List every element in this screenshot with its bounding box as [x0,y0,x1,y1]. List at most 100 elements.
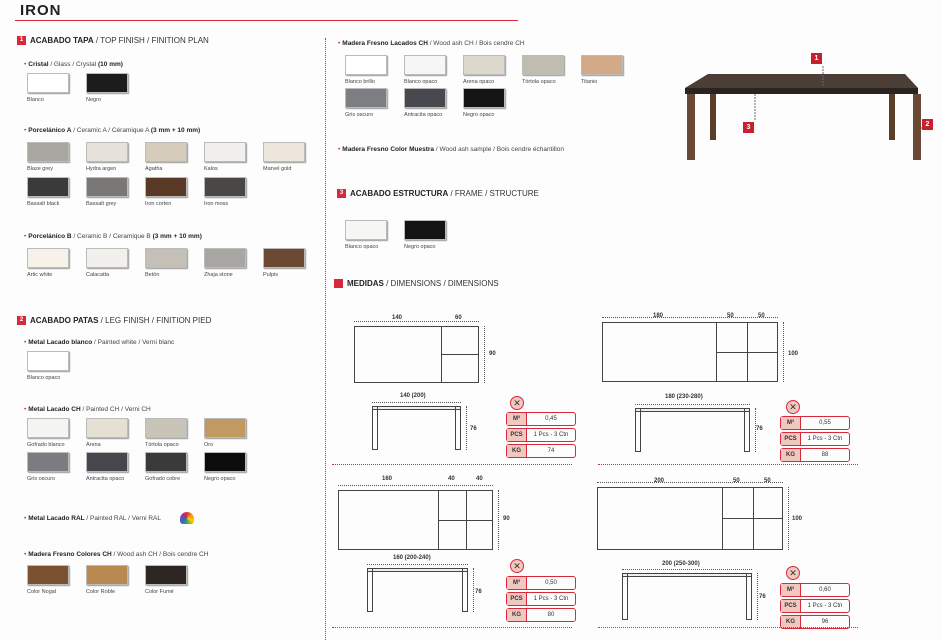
group-heading-extra: (3 mm + 10 mm) [152,233,202,240]
group-heading-madera-lacados: •Madera Fresno Lacados CH / Wood ash CH … [338,40,525,47]
swatch-label: Color Fumé [145,589,174,595]
bullet-icon: • [338,40,341,47]
color-swatch[interactable] [522,55,564,75]
swatch-label: Zhaja stone [204,272,233,278]
swatch-label: Pulpis [263,272,278,278]
depth-dimension-line [498,490,499,550]
swatch-label: Titanio [581,79,598,85]
swatch-label: Arena [86,442,101,448]
color-swatch[interactable] [204,142,246,162]
color-swatch[interactable] [27,177,69,197]
height-dimension-line [466,406,467,450]
section-number [334,279,343,289]
section-subtitle: / FRAME / STRUCTURE [448,189,539,198]
spec-value: 0,45 [545,416,557,422]
section-subtitle: / LEG FINISH / FINITION PIED [98,316,212,325]
height-dimension-line [755,408,756,452]
color-swatch[interactable] [86,418,128,438]
swatch-label: Hydra argen [86,166,117,172]
color-swatch[interactable] [86,73,128,93]
color-swatch[interactable] [404,220,446,240]
spec-key: PCS [781,433,801,445]
height-dimension-line [473,568,474,612]
group-heading-madera-muestra: •Madera Fresno Color Muestra / Wood ash … [338,146,564,153]
color-swatch[interactable] [345,55,387,75]
group-heading-rest: / Wood ash CH / Bois cendre CH [427,40,525,47]
color-swatch[interactable] [27,351,69,371]
width-dimension-line [338,485,493,486]
color-swatch[interactable] [145,418,187,438]
width-label: 160 [382,476,393,482]
group-heading-porcelanico-a: •Porcelánico A / Ceramic A / Céramique A… [24,127,200,134]
color-swatch[interactable] [27,73,69,93]
table-leg [455,406,461,450]
side-dimension-line [367,564,468,565]
assembly-tools-icon: ✕ [786,566,800,580]
color-swatch[interactable] [86,452,128,472]
color-swatch[interactable] [581,55,623,75]
color-swatch[interactable] [204,248,246,268]
separator [332,464,572,465]
width-dimension-line [354,321,479,322]
group-heading-extra: (3 mm + 10 mm) [150,127,201,134]
color-swatch[interactable] [145,177,187,197]
color-swatch[interactable] [145,565,187,585]
separator [598,627,858,628]
extension-line [722,518,783,519]
color-swatch[interactable] [204,177,246,197]
spec-key: M³ [507,413,527,425]
color-swatch[interactable] [204,418,246,438]
bullet-icon: • [24,233,27,240]
color-swatch[interactable] [345,88,387,108]
spec-value: 1 Pcs - 3 Ctn [533,432,569,438]
swatch-label: Agatha [145,166,163,172]
group-heading-bold: Cristal [28,61,49,68]
color-swatch[interactable] [145,452,187,472]
color-swatch[interactable] [404,88,446,108]
color-swatch[interactable] [27,452,69,472]
color-swatch[interactable] [404,55,446,75]
color-swatch[interactable] [145,248,187,268]
color-swatch[interactable] [263,248,305,268]
spec-value: 0,60 [819,587,831,593]
color-swatch[interactable] [86,177,128,197]
color-swatch[interactable] [204,452,246,472]
group-heading-cristal: •Cristal / Glass / Crystal (10 mm) [24,61,123,68]
group-heading-rest: / Wood ash sample / Bois cendre échantil… [434,146,564,153]
swatch-label: Negro opaco [404,244,436,250]
color-swatch[interactable] [263,142,305,162]
color-swatch[interactable] [86,248,128,268]
color-swatch[interactable] [463,55,505,75]
width-label: 50 [764,478,771,484]
color-swatch[interactable] [27,142,69,162]
assembly-tools-icon: ✕ [510,396,524,410]
bullet-icon: • [24,515,27,522]
color-swatch[interactable] [27,418,69,438]
photo-marker-1: 1 [811,53,822,64]
color-swatch[interactable] [27,248,69,268]
color-swatch[interactable] [86,565,128,585]
color-swatch[interactable] [145,142,187,162]
spec-key: PCS [507,429,527,441]
swatch-label: Negro [86,97,101,103]
assembly-tools-icon: ✕ [510,559,524,573]
width-label: 50 [758,313,765,319]
color-swatch[interactable] [86,142,128,162]
color-swatch[interactable] [345,220,387,240]
side-dimension-line [372,402,461,403]
width-label: 40 [476,476,483,482]
spec-row: M³ 0,45 [506,412,576,426]
table-side-view-top [635,408,750,412]
width-label: 50 [727,313,734,319]
color-swatch[interactable] [27,565,69,585]
spec-value: 0,55 [819,420,831,426]
color-swatch[interactable] [463,88,505,108]
spec-key: KG [507,445,527,457]
section-title: MEDIDAS [347,279,384,288]
spec-value: 1 Pcs - 3 Ctn [533,596,569,602]
spec-value: 0,50 [545,580,557,586]
table-side-view-top [622,573,752,577]
